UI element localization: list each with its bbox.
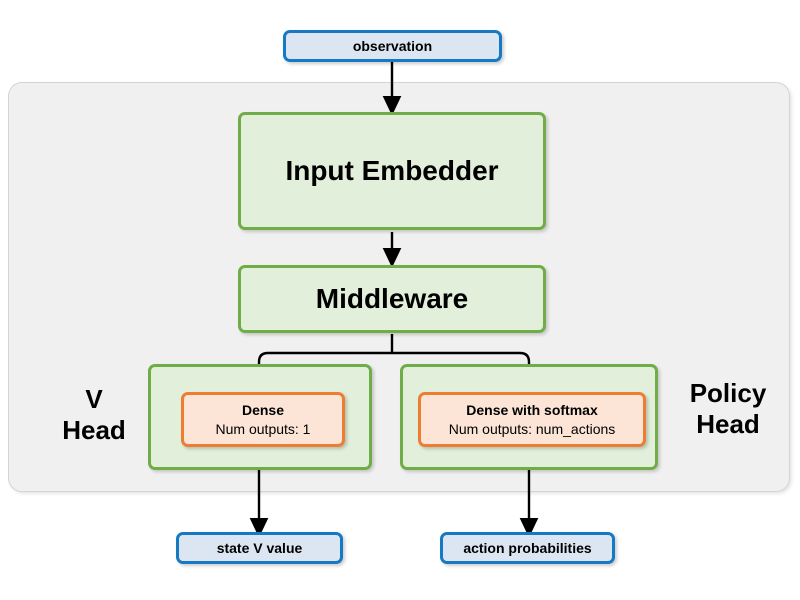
- middleware-label: Middleware: [315, 283, 469, 315]
- policy-head-dense-box[interactable]: Dense with softmax Num outputs: num_acti…: [418, 392, 646, 447]
- v-head-dense-title: Dense: [241, 401, 285, 418]
- input-embedder-box[interactable]: Input Embedder: [238, 112, 546, 230]
- policy-head-dense-title: Dense with softmax: [466, 401, 598, 418]
- observation-label: observation: [352, 37, 433, 54]
- observation-box[interactable]: observation: [283, 30, 502, 62]
- policy-head-label-line1: Policy: [689, 378, 767, 408]
- v-head-dense-subtitle: Num outputs: 1: [215, 420, 311, 437]
- state-value-output-label: state V value: [216, 539, 303, 556]
- action-probabilities-output-box[interactable]: action probabilities: [440, 532, 615, 564]
- v-head-label-line1: V: [85, 384, 103, 414]
- input-embedder-label: Input Embedder: [285, 155, 499, 187]
- v-head-label-line2: Head: [62, 414, 126, 445]
- middleware-box[interactable]: Middleware: [238, 265, 546, 333]
- action-probabilities-output-label: action probabilities: [463, 539, 592, 556]
- v-head-label: V Head: [42, 384, 146, 445]
- policy-head-label-line2: Head: [696, 408, 760, 439]
- policy-head-container[interactable]: Dense with softmax Num outputs: num_acti…: [400, 364, 658, 470]
- policy-head-dense-subtitle: Num outputs: num_actions: [448, 420, 616, 437]
- v-head-container[interactable]: Dense Num outputs: 1: [148, 364, 372, 470]
- v-head-dense-box[interactable]: Dense Num outputs: 1: [181, 392, 345, 447]
- policy-head-label: Policy Head: [668, 378, 788, 439]
- state-value-output-box[interactable]: state V value: [176, 532, 343, 564]
